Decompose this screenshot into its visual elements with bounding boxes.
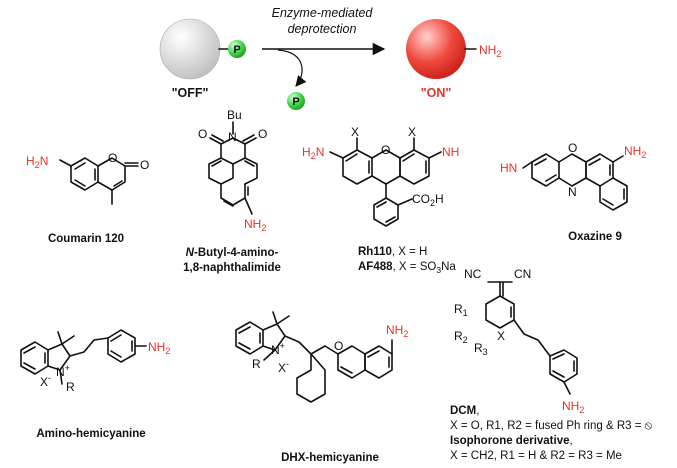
svg-text:N: N	[568, 185, 577, 199]
on-nh2-sub: 2	[496, 49, 501, 59]
reaction-scheme: P "OFF" Enzyme-mediated deprotection P N…	[159, 6, 501, 110]
enzyme-label-line1: Enzyme-mediated	[272, 6, 374, 20]
on-probe-sphere	[406, 19, 466, 79]
dcm-caption-line3: Isophorone derivative,	[450, 435, 573, 447]
svg-text:N+: N+	[271, 341, 285, 357]
svg-text:X-: X-	[278, 359, 289, 375]
svg-text:NH2: NH2	[479, 43, 501, 59]
svg-text:N+: N+	[56, 363, 70, 379]
dhx-hemicyanine-structure: N+ X- R O NH2 DHX-hemicyanine	[235, 311, 408, 464]
rh110-structure: X X O H2N NH CO2H Rh110, X = H AF488, X …	[302, 125, 459, 275]
svg-text:NC: NC	[464, 267, 482, 281]
af488-caption: AF488, X = SO3Na	[358, 261, 456, 275]
svg-text:HN: HN	[500, 161, 517, 175]
amino-hemicyanine-structure: N+ X- R NH2 Amino-hemicyanine	[20, 329, 170, 440]
svg-text:NH: NH	[442, 145, 459, 159]
p-label-released: P	[292, 96, 299, 108]
svg-text:NH2: NH2	[386, 323, 408, 339]
svg-text:NH2: NH2	[624, 144, 646, 160]
naphthalimide-structure: Bu N O O NH2 N-Butyl-4-amino- 1,8-naphth…	[183, 108, 281, 274]
off-label: "OFF"	[172, 86, 209, 100]
p-label: P	[233, 44, 240, 56]
svg-text:R3: R3	[474, 341, 488, 357]
enzyme-label-line2: deprotection	[288, 22, 357, 36]
naphthalimide-name-line1: N-Butyl-4-amino-	[186, 247, 279, 259]
svg-text:O: O	[568, 141, 577, 155]
coumarin-name: Coumarin 120	[48, 233, 124, 245]
coumarin-120-structure: H2N O O Coumarin 120	[26, 151, 149, 245]
svg-text:R: R	[252, 357, 261, 371]
on-label: "ON"	[421, 86, 452, 100]
curved-arrow-icon	[277, 49, 307, 87]
naphthalimide-name-line2: 1,8-naphthalimide	[183, 262, 281, 274]
svg-text:O: O	[258, 127, 267, 141]
svg-text:N: N	[228, 130, 237, 144]
dcm-structure: NC CN R1 R2 R3 X NH2 DCM, X = O, R1, R2 …	[450, 267, 653, 462]
svg-text:X: X	[408, 125, 416, 139]
rh110-caption: Rh110, X = H	[358, 246, 427, 258]
phosphate-ball-attached	[228, 40, 246, 58]
svg-text:O: O	[334, 339, 343, 353]
oxazine-9-structure: HN O N NH2 Oxazine 9	[500, 141, 646, 243]
svg-text:O: O	[381, 143, 390, 157]
dhx-name: DHX-hemicyanine	[281, 452, 379, 464]
on-nh2: NH	[479, 43, 496, 57]
svg-text:CN: CN	[514, 267, 531, 281]
dcm-caption-line1: DCM,	[450, 405, 479, 417]
svg-text:H2N: H2N	[26, 154, 48, 170]
svg-text:X-: X-	[40, 373, 51, 389]
svg-text:NH2: NH2	[562, 399, 584, 415]
dcm-caption-line4: X = CH2, R1 = H & R2 = R3 = Me	[450, 450, 622, 462]
svg-text:O: O	[198, 127, 207, 141]
amino-hemicyanine-name: Amino-hemicyanine	[36, 428, 145, 440]
svg-text:O: O	[108, 151, 117, 165]
svg-text:R1: R1	[454, 302, 468, 318]
svg-text:NH2: NH2	[148, 340, 170, 356]
svg-text:X: X	[351, 125, 359, 139]
svg-text:R2: R2	[454, 329, 468, 345]
phosphate-ball-released	[287, 92, 305, 110]
svg-text:H2N: H2N	[302, 145, 324, 161]
svg-text:NH2: NH2	[244, 217, 266, 233]
oxazine-name: Oxazine 9	[568, 231, 622, 243]
svg-text:O: O	[140, 158, 149, 172]
off-probe-sphere	[159, 18, 221, 80]
dcm-caption-line2: X = O, R1, R2 = fused Ph ring & R3 = ⦸	[450, 420, 653, 432]
svg-text:X: X	[497, 329, 505, 343]
svg-text:Bu: Bu	[227, 108, 242, 122]
svg-text:R: R	[66, 380, 75, 394]
svg-text:CO2H: CO2H	[412, 192, 444, 208]
